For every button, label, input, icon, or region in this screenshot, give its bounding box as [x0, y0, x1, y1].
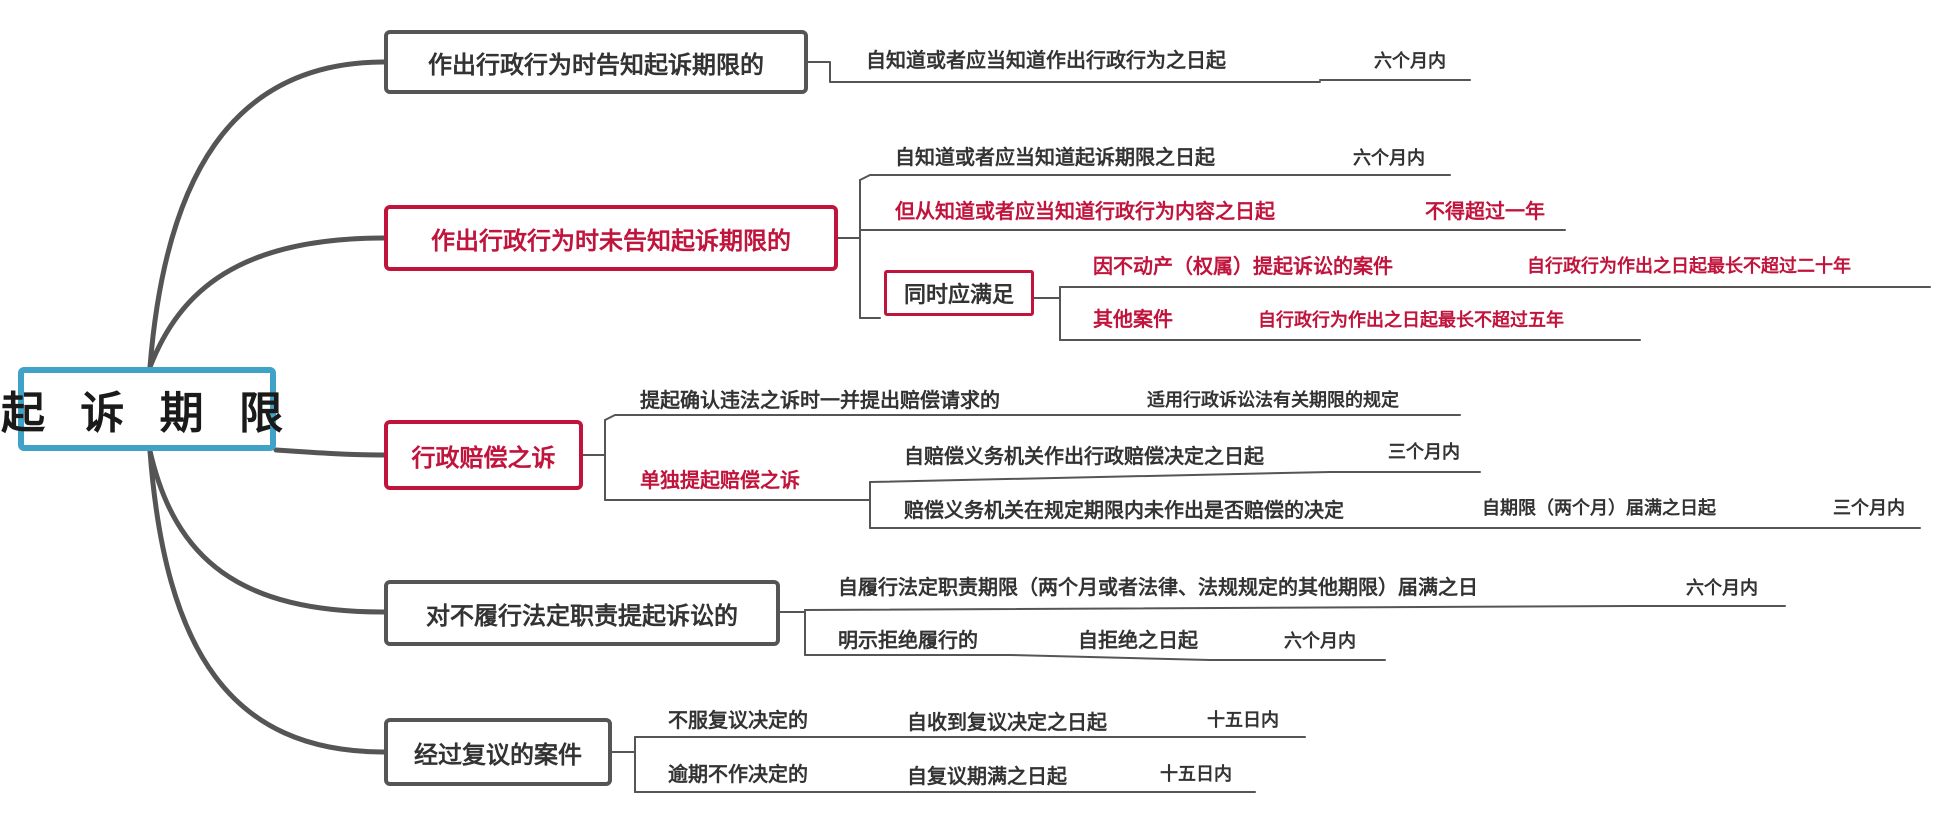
b5-overdue-start: 自复议期满之日起	[907, 764, 1067, 788]
b2-limit-value: 不得超过一年	[1425, 199, 1545, 223]
topic-uninformed-deadline: 作出行政行为时未告知起诉期限的	[384, 205, 838, 271]
b3-decided-period: 三个月内	[1388, 442, 1460, 463]
b2-other-case: 其他案件	[1093, 307, 1173, 331]
b3-undecided-case: 赔偿义务机关在规定期限内未作出是否赔偿的决定	[904, 498, 1344, 522]
root-topic: 起 诉 期 限	[1, 367, 283, 451]
subtopic-both-conditions: 同时应满足	[884, 270, 1034, 316]
b3-joint-rule: 适用行政诉讼法有关期限的规定	[1147, 390, 1399, 411]
b2-start-label: 自知道或者应当知道起诉期限之日起	[895, 145, 1215, 169]
b3-undecided-start: 自期限（两个月）届满之日起	[1482, 498, 1716, 519]
b3-separate-claim: 单独提起赔偿之诉	[640, 468, 800, 492]
b3-decided-start: 自赔偿义务机关作出行政赔偿决定之日起	[904, 444, 1264, 468]
b3-joint-claim: 提起确认违法之诉时一并提出赔偿请求的	[640, 388, 1000, 412]
b4-expiry-start: 自履行法定职责期限（两个月或者法律、法规规定的其他期限）届满之日	[838, 575, 1478, 599]
b5-dissatisfied-case: 不服复议决定的	[668, 708, 808, 732]
b4-refuse-period: 六个月内	[1284, 631, 1356, 652]
b5-overdue-case: 逾期不作决定的	[668, 762, 808, 786]
b2-period: 六个月内	[1353, 148, 1425, 169]
b4-refuse-case: 明示拒绝履行的	[838, 628, 978, 652]
b2-limit-label: 但从知道或者应当知道行政行为内容之日起	[895, 199, 1275, 223]
b5-dissatisfied-start: 自收到复议决定之日起	[907, 710, 1107, 734]
b2-other-limit: 自行政行为作出之日起最长不超过五年	[1258, 310, 1564, 331]
b4-expiry-period: 六个月内	[1686, 578, 1758, 599]
topic-informed-deadline: 作出行政行为时告知起诉期限的	[384, 30, 808, 94]
b5-dissatisfied-period: 十五日内	[1207, 710, 1279, 731]
b5-overdue-period: 十五日内	[1160, 764, 1232, 785]
b1-start-label: 自知道或者应当知道作出行政行为之日起	[866, 48, 1226, 72]
b2-realty-limit: 自行政行为作出之日起最长不超过二十年	[1527, 256, 1851, 277]
topic-compensation-suit: 行政赔偿之诉	[384, 420, 583, 490]
b4-refuse-start: 自拒绝之日起	[1078, 628, 1198, 652]
b3-undecided-period: 三个月内	[1833, 498, 1905, 519]
topic-reconsideration-cases: 经过复议的案件	[384, 718, 612, 786]
topic-nonperformance-duty: 对不履行法定职责提起诉讼的	[384, 580, 780, 646]
b1-period: 六个月内	[1374, 51, 1446, 72]
b2-realty-case: 因不动产（权属）提起诉讼的案件	[1093, 254, 1393, 278]
